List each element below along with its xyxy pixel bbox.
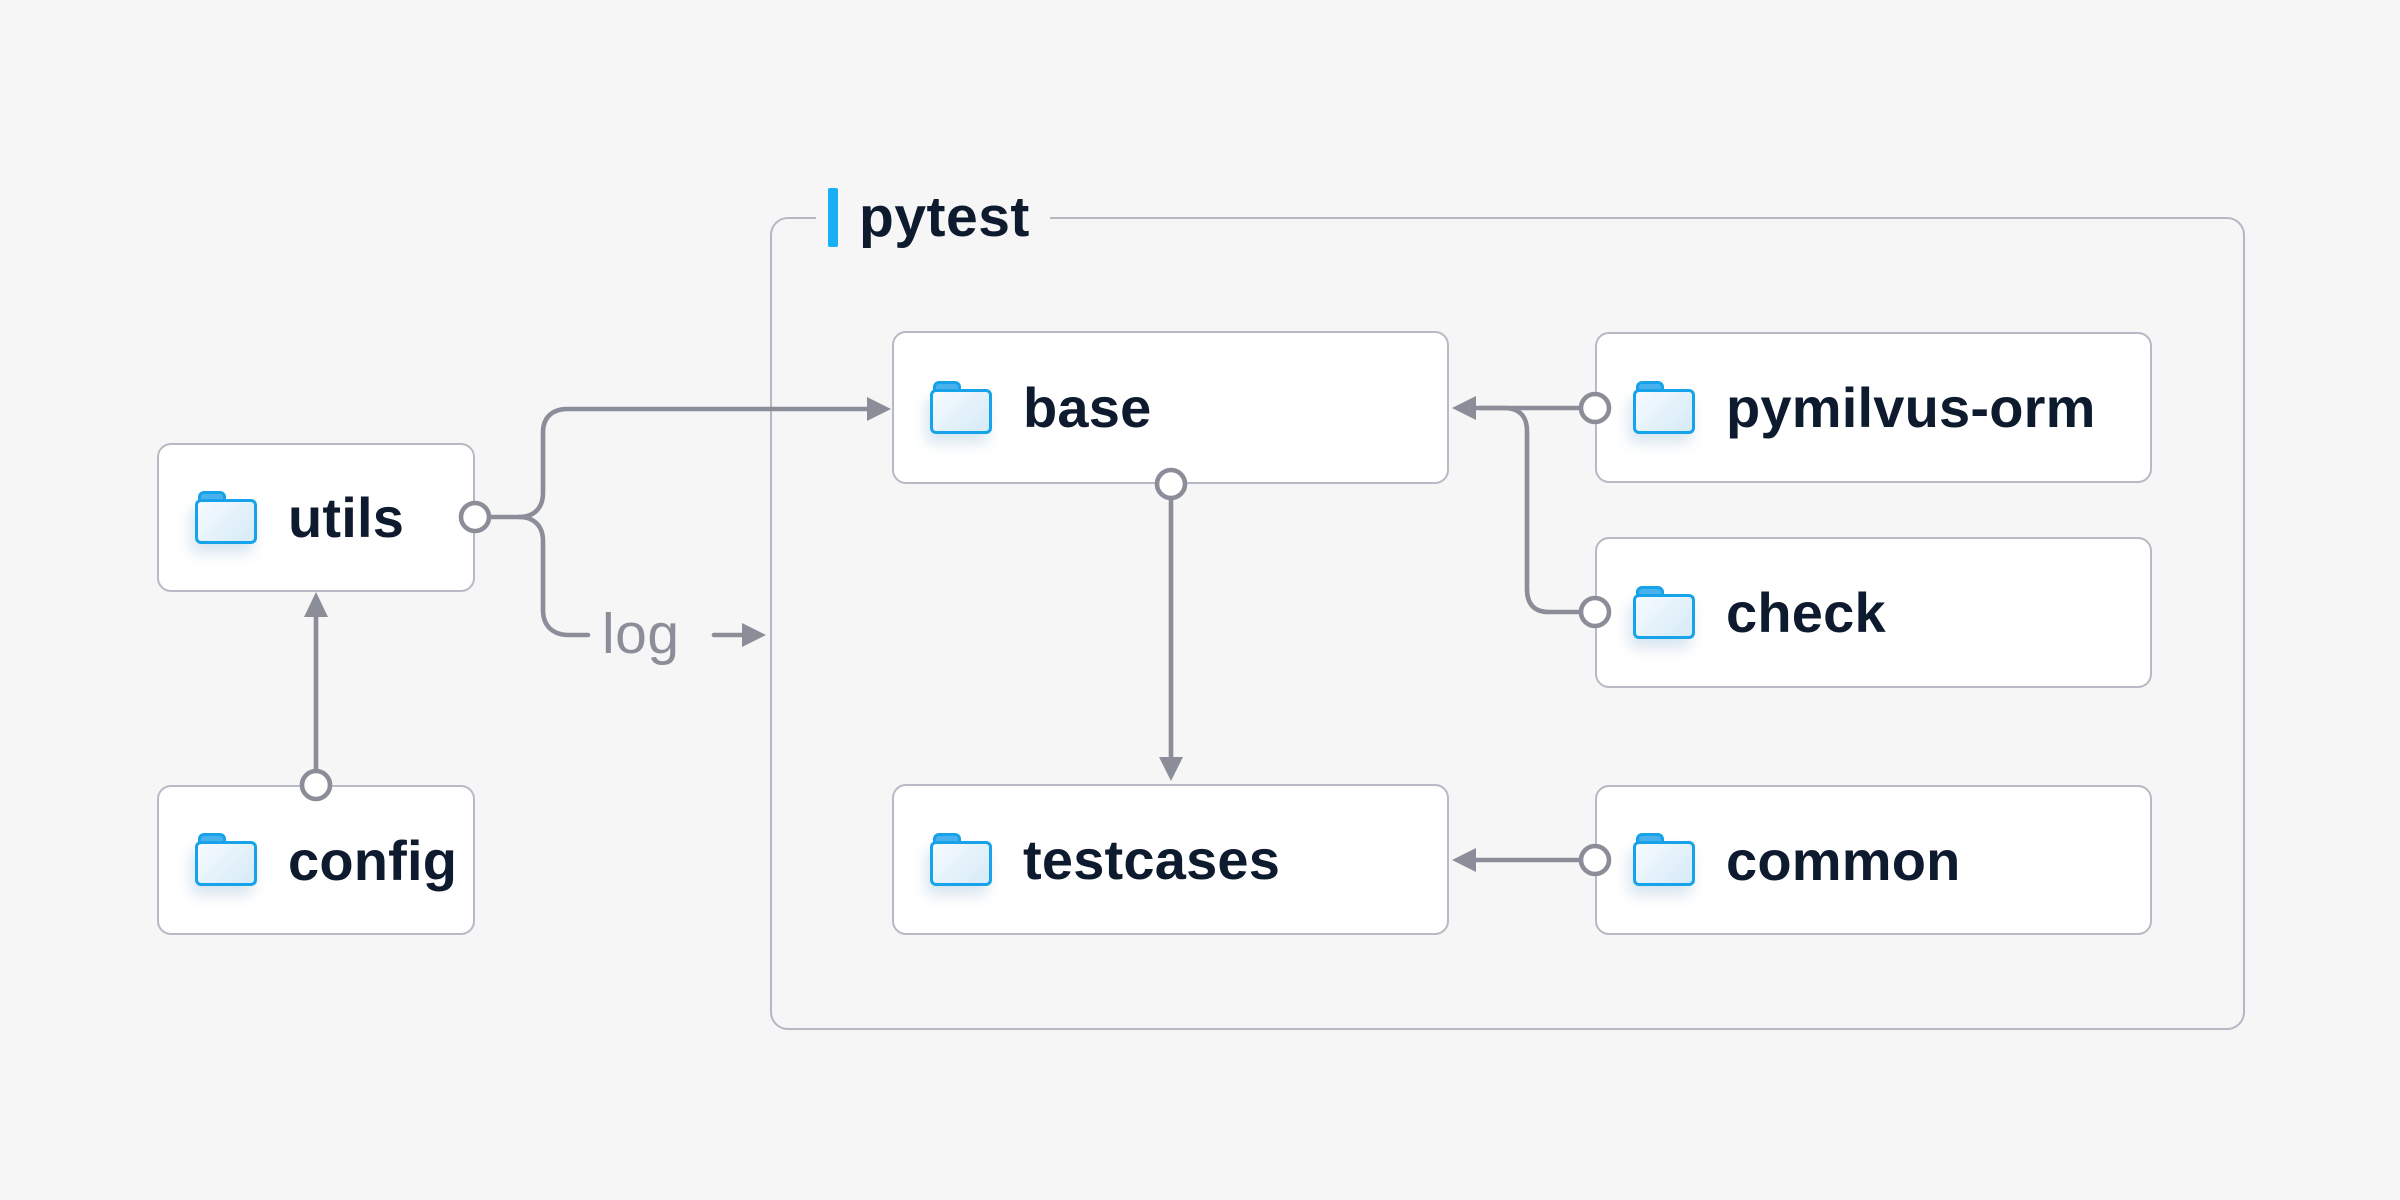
pytest-group-label: pytest <box>816 181 1050 253</box>
folder-body <box>930 388 992 434</box>
node-common[interactable]: common <box>1595 785 2152 935</box>
node-check[interactable]: check <box>1595 537 2152 688</box>
node-label-pymilvus-orm: pymilvus-orm <box>1726 376 2096 439</box>
folder-body <box>930 840 992 886</box>
folder-icon <box>195 490 259 545</box>
node-label-testcases: testcases <box>1023 828 1281 891</box>
node-label-config: config <box>288 828 458 892</box>
log-arrowhead-icon <box>742 623 766 647</box>
node-label-check: check <box>1726 581 1886 644</box>
folder-body <box>1633 388 1695 434</box>
folder-icon <box>1633 585 1697 640</box>
node-pymilvus-orm[interactable]: pymilvus-orm <box>1595 332 2152 483</box>
folder-body <box>1633 841 1695 886</box>
folder-body <box>1633 593 1695 639</box>
node-testcases[interactable]: testcases <box>892 784 1449 935</box>
folder-body <box>195 498 257 544</box>
node-label-utils: utils <box>288 486 405 549</box>
pytest-group <box>770 217 2245 1030</box>
node-config[interactable]: config <box>157 785 475 935</box>
node-base[interactable]: base <box>892 331 1449 484</box>
folder-body <box>195 841 257 886</box>
folder-icon <box>930 380 994 435</box>
edge-label-log: log <box>602 602 680 666</box>
folder-icon <box>1633 833 1697 887</box>
folder-icon <box>195 833 259 887</box>
node-label-common: common <box>1726 828 1961 892</box>
edge-config-utils-arrowhead <box>304 592 328 617</box>
pytest-group-title: pytest <box>859 185 1030 249</box>
folder-icon <box>930 832 994 887</box>
node-label-base: base <box>1023 376 1152 439</box>
edge-utils-log <box>516 514 591 638</box>
folder-icon <box>1633 380 1697 435</box>
pytest-accent-bar-icon <box>828 187 838 247</box>
node-utils[interactable]: utils <box>157 443 475 592</box>
